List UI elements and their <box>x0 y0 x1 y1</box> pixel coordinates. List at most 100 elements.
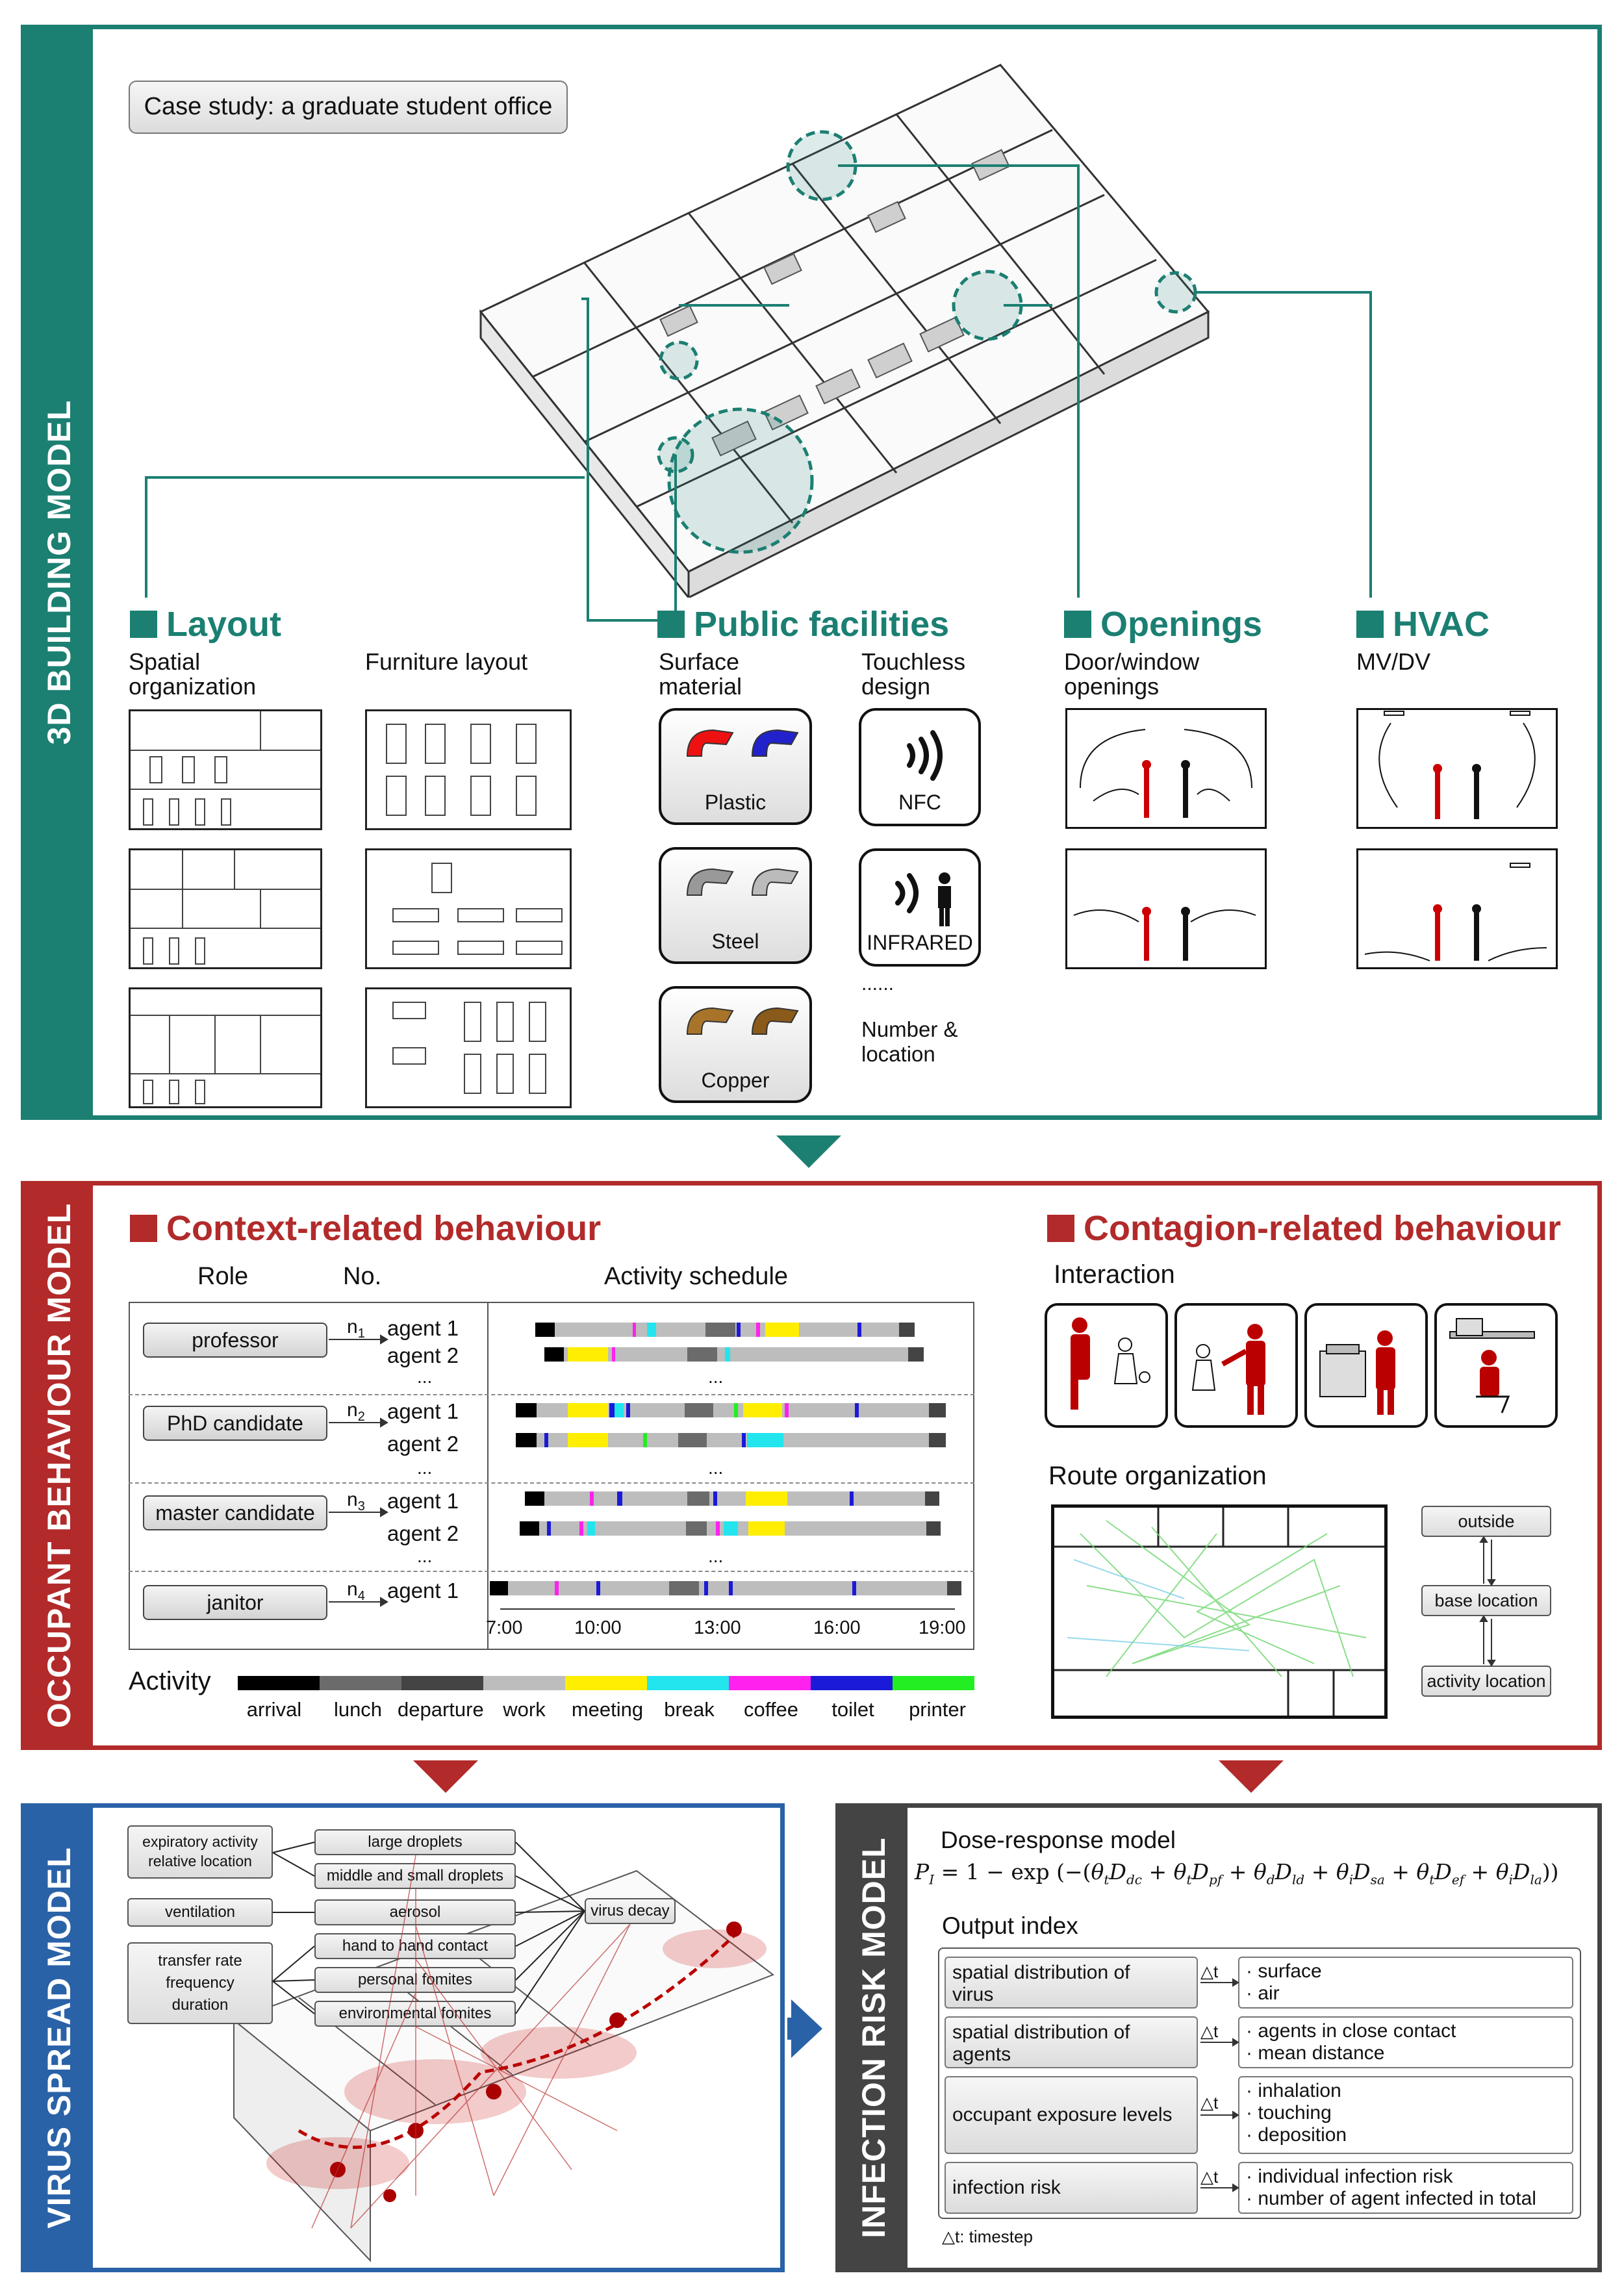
seg <box>544 1347 564 1362</box>
hvac-title: HVAC <box>1393 605 1490 644</box>
role-professor: professor <box>143 1323 327 1358</box>
seg <box>926 1521 941 1536</box>
janitor-agent-1: agent 1 <box>387 1579 459 1603</box>
seg <box>686 1521 707 1536</box>
seg <box>568 1403 608 1417</box>
delta-t-4: △t <box>1200 2167 1219 2187</box>
seg <box>725 1347 730 1362</box>
virus-link-lines <box>272 1842 631 2229</box>
surface-material-label: Surface material <box>659 648 742 700</box>
hvac-square-icon <box>1356 611 1384 638</box>
seg <box>756 1323 760 1337</box>
output-left-exposure: occupant exposure levels <box>945 2076 1198 2154</box>
mode-large-droplets: large droplets <box>314 1829 516 1855</box>
seg <box>579 1521 583 1536</box>
n4-label: n4 <box>347 1579 365 1603</box>
openings-heading: Openings <box>1064 604 1262 644</box>
context-heading: Context-related behaviour <box>130 1208 601 1249</box>
schedule-bar-professor-1 <box>535 1323 916 1337</box>
hvac-diagram-2 <box>1356 848 1558 969</box>
legend-swatch-printer <box>893 1676 974 1690</box>
seg <box>596 1581 600 1595</box>
seg <box>568 1347 608 1362</box>
plastic-material-card: Plastic <box>659 708 812 825</box>
seg <box>908 1347 924 1362</box>
schedule-table <box>129 1302 974 1650</box>
case-study-label: Case study: a graduate student office <box>129 81 568 134</box>
table-sep-1 <box>129 1394 974 1395</box>
interaction-card-3 <box>1304 1303 1428 1428</box>
schedule-bar-professor-2 <box>544 1347 925 1362</box>
seg <box>678 1433 707 1447</box>
schedule-ellipsis-1: ... <box>708 1367 724 1387</box>
master-agent-1: agent 1 <box>387 1489 459 1513</box>
furniture-plan-3 <box>365 987 572 1108</box>
master-agent-2: agent 2 <box>387 1521 459 1545</box>
legend-label-work: work <box>503 1698 546 1721</box>
plastic-label: Plastic <box>704 791 767 814</box>
output-right-exposure: · inhalation· touching· deposition <box>1238 2076 1573 2154</box>
spatial-plan-3 <box>129 987 322 1108</box>
interaction-card-4 <box>1434 1303 1558 1428</box>
route-node-arrows <box>1479 1537 1496 1667</box>
seg <box>564 1347 908 1362</box>
context-square-icon <box>130 1215 157 1242</box>
seg <box>855 1403 859 1417</box>
route-plan <box>1051 1504 1388 1719</box>
nfc-icon <box>907 730 943 781</box>
seg <box>537 1403 929 1417</box>
seg <box>705 1323 735 1337</box>
layout-heading: Layout <box>130 604 281 644</box>
legend-label-toilet: toilet <box>831 1698 874 1721</box>
table-sep-2 <box>129 1482 974 1484</box>
nfc-card: NFC <box>859 708 981 826</box>
seg <box>525 1491 544 1506</box>
factor-ventilation: ventilation <box>127 1898 273 1927</box>
infrared-label: INFRARED <box>867 931 973 954</box>
output-right-agents: · agents in close contact· mean distance <box>1238 2016 1573 2068</box>
mv-dv-label: MV/DV <box>1356 648 1431 675</box>
touchless-dots: ...... <box>861 973 894 995</box>
public-title: Public facilities <box>694 605 950 644</box>
number-location-label: Number & location <box>861 1017 958 1066</box>
mode-personal-fomites: personal fomites <box>314 1967 516 1993</box>
hvac-heading: HVAC <box>1356 604 1490 644</box>
interaction-card-1 <box>1045 1303 1168 1428</box>
openings-diagram-1 <box>1065 708 1267 829</box>
time-tick-0: 7:00 <box>486 1617 523 1638</box>
layout-square-icon <box>130 611 157 638</box>
legend-label-arrival: arrival <box>246 1698 302 1721</box>
spatial-plan-2 <box>129 848 322 969</box>
legend-label-departure: departure <box>398 1698 484 1721</box>
seg <box>685 1403 713 1417</box>
role-arrows <box>329 1334 388 1607</box>
touchless-design-label: Touchless design <box>861 648 966 700</box>
role-master: master candidate <box>143 1495 327 1530</box>
role-col-header: Role <box>197 1263 249 1290</box>
legend-swatch-arrival <box>238 1676 320 1690</box>
output-right-infection: · individual infection risk· number of a… <box>1238 2162 1573 2214</box>
role-janitor: janitor <box>143 1585 327 1620</box>
professor-agent-2: agent 2 <box>387 1343 459 1367</box>
time-tick-3: 16:00 <box>813 1617 861 1638</box>
schedule-bar-phd-2 <box>516 1433 947 1447</box>
contagion-title: Contagion-related behaviour <box>1084 1209 1562 1248</box>
seg <box>535 1323 555 1337</box>
furniture-plan-1 <box>365 709 572 830</box>
legend-swatch-break <box>647 1676 729 1690</box>
phd-ellipsis: ... <box>417 1458 433 1478</box>
seg <box>737 1323 741 1337</box>
schedule-bar-master-1 <box>525 1491 941 1506</box>
legend-label-meeting: meeting <box>571 1698 644 1721</box>
schedule-bar-janitor-1 <box>490 1581 963 1595</box>
mode-hand-to-hand: hand to hand contact <box>314 1933 516 1959</box>
output-left-virus: spatial distribution of virus <box>945 1957 1198 2009</box>
door-window-label: Door/window openings <box>1064 648 1200 700</box>
output-left-agents: spatial distribution of agents <box>945 2016 1198 2068</box>
n2-label: n2 <box>347 1399 365 1424</box>
seg <box>555 1323 685 1337</box>
building-sidebar: 3D BUILDING MODEL <box>25 29 93 1115</box>
schedule-bar-master-2 <box>520 1521 942 1536</box>
factor-transfer: transfer rate frequency duration <box>127 1942 273 2024</box>
factor-expiratory: expiratory activity relative location <box>127 1825 273 1879</box>
